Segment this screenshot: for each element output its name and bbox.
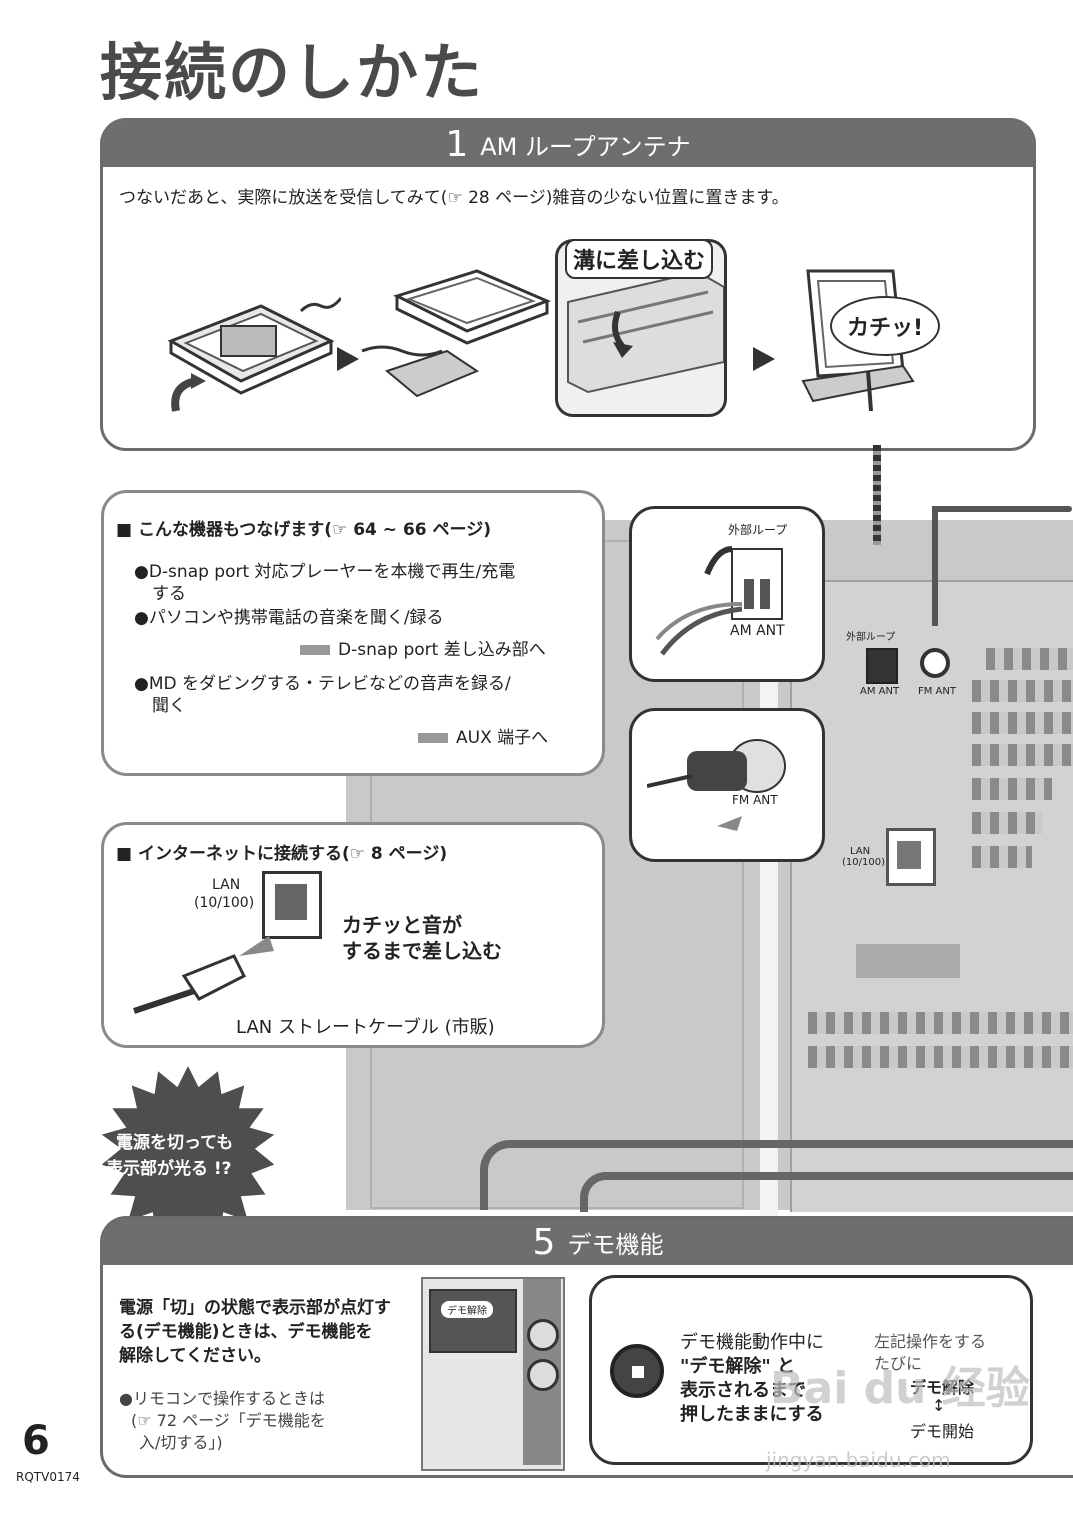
rear-lan-label-1: LAN [850,846,871,857]
fm-antenna-wire [932,506,1072,512]
dest2-arrow [418,733,448,743]
toggle-b: デモ開始 [910,1422,975,1441]
inst-line2: "デモ解除" と [680,1356,796,1377]
section5-number: 5 [532,1221,556,1263]
rear-loop-label: 外部ループ [846,632,896,643]
fm-terminal[interactable] [920,648,950,678]
vent-grid-6 [972,812,1042,834]
side-line1: 左記操作をする [874,1332,987,1351]
section5-desc-1: 電源「切」の状態で表示部が点灯す [119,1298,391,1318]
watermark: Bai du 经验 [770,1363,1030,1414]
section5-desc-3: 解除してください。 [119,1346,271,1366]
page-number: 6 [22,1418,50,1464]
slot-detail-illustration [567,270,724,394]
label-plate [856,944,960,978]
unit-display: デモ解除 [429,1289,517,1353]
vent-grid-2 [972,680,1073,702]
internet-bubble: ■ インターネットに接続する(☞ 8 ページ) LAN (10/100) カチッ… [101,822,605,1048]
cable-1 [480,1140,1073,1210]
inst-line4: 押したままにする [680,1404,824,1425]
section1-panel: 1 AM ループアンテナ つないだあと、実際に放送を受信してみて(☞ 28 ペー… [100,118,1036,451]
vent-grid-8 [808,1012,1073,1034]
starburst-line2: 表示部が光る !? [106,1159,232,1179]
rear-fm-label: FM ANT [918,686,956,697]
dest1-arrow [300,645,330,655]
vent-grid-5 [972,778,1052,800]
toggle-arrow: ↕ [932,1396,946,1415]
external-loop-label: 外部ループ [728,523,788,537]
section1-number: 1 [445,123,469,165]
section1-header: 1 AM ループアンテナ [103,121,1033,167]
devices-item2: ●パソコンや携帯電話の音楽を聞く/録る [134,608,444,628]
unit-front: デモ解除 [421,1277,565,1471]
internet-heading: ■ インターネットに接続する(☞ 8 ページ) [116,844,448,864]
page-title: 接続のしかた [100,36,485,109]
unit-knob-1[interactable] [527,1319,559,1351]
fm-antenna-wire-down [932,506,938,626]
rear-lan-port-icon [897,841,921,869]
antenna-frame-illustration [167,297,341,412]
rear-am-label: AM ANT [860,686,900,697]
cable-label: LAN ストレートケーブル (市販) [236,1017,495,1038]
section1-title: AM ループアンテナ [480,132,691,161]
doc-code: RQTV0174 [16,1470,80,1484]
lan-plug-illustration [133,936,274,1014]
devices-dest2: AUX 端子へ [456,728,549,748]
lan-label-line1: LAN [212,877,241,893]
section5-desc-2: る(デモ機能)ときは、デモ機能を [119,1322,373,1342]
vent-grid-7 [972,846,1032,868]
am-ant-label: AM ANT [730,623,785,639]
section1-intro: つないだあと、実際に放送を受信してみて(☞ 28 ページ)雑音の少ない位置に置き… [119,188,789,208]
section5-title: デモ機能 [567,1230,664,1259]
terminal-clip-illustration [655,546,783,656]
section5-panel: 5 デモ機能 電源「切」の状態で表示部が点灯す る(デモ機能)ときは、デモ機能を… [100,1216,1073,1478]
rear-lan-label-2: (10/100) [842,857,885,868]
lan-label-line2: (10/100) [194,895,255,911]
lan-instruction-line1: カチッと音が [342,913,462,937]
fm-ant-detail-label: FM ANT [732,793,778,807]
unit-knob-2[interactable] [527,1359,559,1391]
devices-dest1: D-snap port 差し込み部へ [338,640,546,660]
devices-heading: ■ こんな機器もつなげます(☞ 64 ~ 66 ページ) [116,520,491,540]
section5-remote-2: (☞ 72 ページ「デモ機能を [131,1411,326,1430]
fm-connector-callout: FM ANT [629,708,825,862]
click-callout: カチッ! [830,296,940,356]
cable-2 [580,1172,1073,1212]
vent-grid-9 [808,1046,1073,1068]
vent-grid-1 [986,648,1073,670]
step-arrow-1 [337,347,359,371]
antenna-terminal-callout: 外部ループ AM ANT [629,506,825,682]
antenna-base-illustration [361,269,552,398]
rear-lan-port[interactable] [886,828,936,886]
starburst-line1: 電源を切っても [116,1133,234,1153]
devices-item1-line2: する [152,584,186,604]
section5-remote-1: ●リモコンで操作するときは [119,1389,325,1408]
fm-plug-illustration [647,739,786,831]
stop-button[interactable] [610,1344,664,1398]
demo-instruction-bubble: デモ機能動作中に "デモ解除" と 表示されるまで 押したままにする 左記操作を… [589,1275,1033,1465]
lan-port-icon [275,884,307,920]
inst-line3: 表示されるまで [680,1380,806,1401]
antenna-wire [873,445,881,545]
display-text: デモ解除 [441,1301,493,1318]
section5-remote-3: 入/切する」) [139,1433,223,1452]
inst-line1: デモ機能動作中に [680,1332,824,1353]
vent-grid-4 [972,744,1073,766]
watermark-url: jingyan.baidu.com [766,1448,951,1472]
devices-item3-line1: ●MD をダビングする・テレビなどの音声を録る/ [134,674,511,694]
lan-instruction-line2: するまで差し込む [342,939,502,963]
section5-header: 5 デモ機能 [103,1219,1073,1265]
devices-item3-line2: 聞く [152,696,186,716]
side-line2: たびに [874,1354,923,1373]
slot-callout-label: 溝に差し込む [565,239,714,279]
stop-icon [632,1366,644,1378]
devices-bubble: ■ こんな機器もつなげます(☞ 64 ~ 66 ページ) ●D-snap por… [101,490,605,776]
devices-item1-line1: ●D-snap port 対応プレーヤーを本機で再生/充電 [134,562,516,582]
step-arrow-2 [753,347,775,371]
vent-grid-3 [972,712,1073,734]
lan-port[interactable] [262,871,322,939]
am-terminal[interactable] [866,648,898,684]
toggle-a: デモ解除 [910,1378,975,1397]
